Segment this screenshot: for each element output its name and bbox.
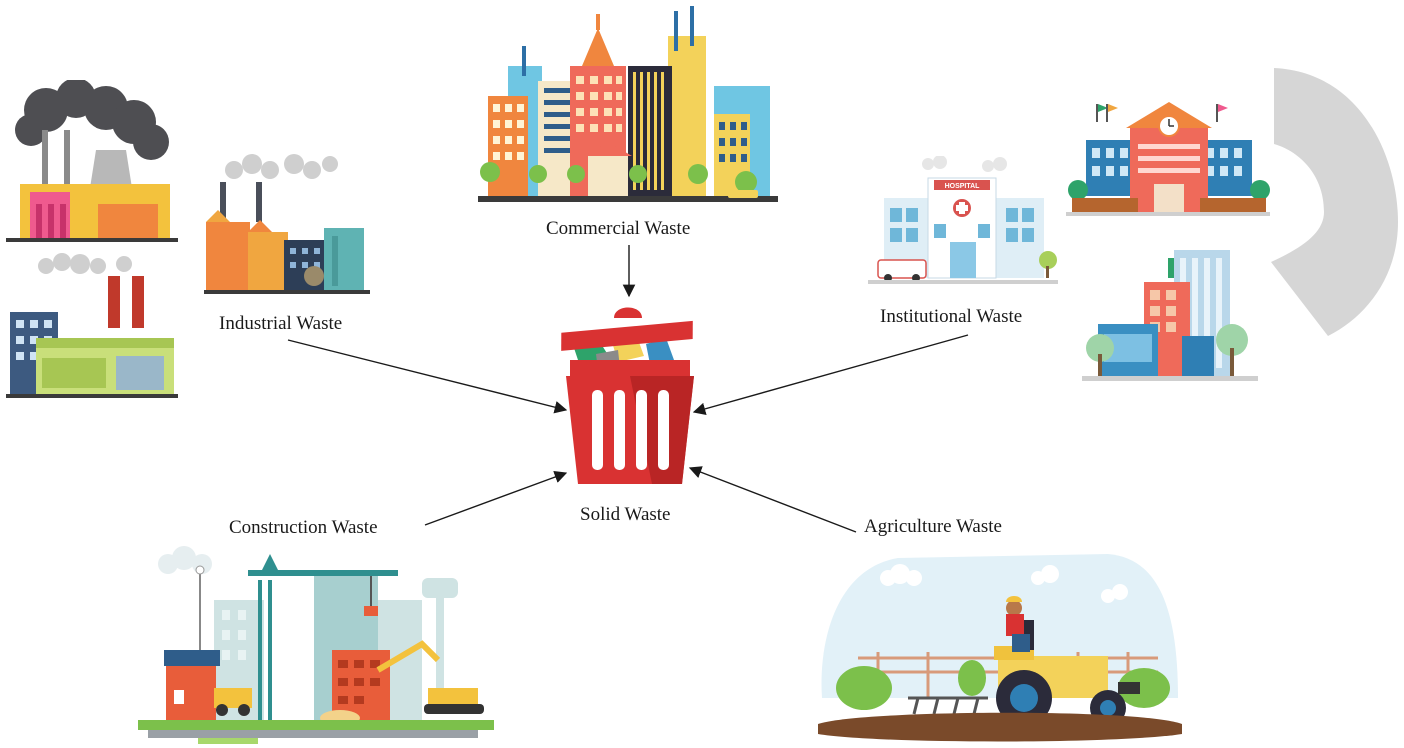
- label-solid-waste: Solid Waste: [580, 504, 671, 525]
- industrial-plant-illustration: [204, 154, 370, 294]
- arrow-industrial: [287, 339, 568, 414]
- hospital-sign: HOSPITAL: [945, 183, 981, 190]
- arrow-construction: [424, 471, 568, 526]
- office-building-illustration: [1082, 250, 1258, 381]
- agriculture-tractor-illustration: [818, 554, 1182, 742]
- trash-can-icon: [561, 307, 694, 484]
- arrow-agriculture: [688, 466, 857, 533]
- label-industrial-waste: Industrial Waste: [219, 313, 343, 334]
- label-construction-waste: Construction Waste: [229, 517, 378, 538]
- school-illustration: [1066, 102, 1270, 216]
- label-commercial-waste: Commercial Waste: [546, 218, 691, 239]
- decorative-arc: [1271, 68, 1398, 336]
- commercial-city-illustration: [478, 6, 778, 202]
- hospital-illustration: HOSPITAL: [868, 156, 1058, 284]
- label-agriculture-waste: Agriculture Waste: [864, 516, 1002, 537]
- construction-site-illustration: [138, 546, 494, 744]
- industrial-factory-illustration: [6, 80, 178, 398]
- arrow-institutional: [692, 334, 969, 415]
- label-institutional-waste: Institutional Waste: [880, 306, 1023, 327]
